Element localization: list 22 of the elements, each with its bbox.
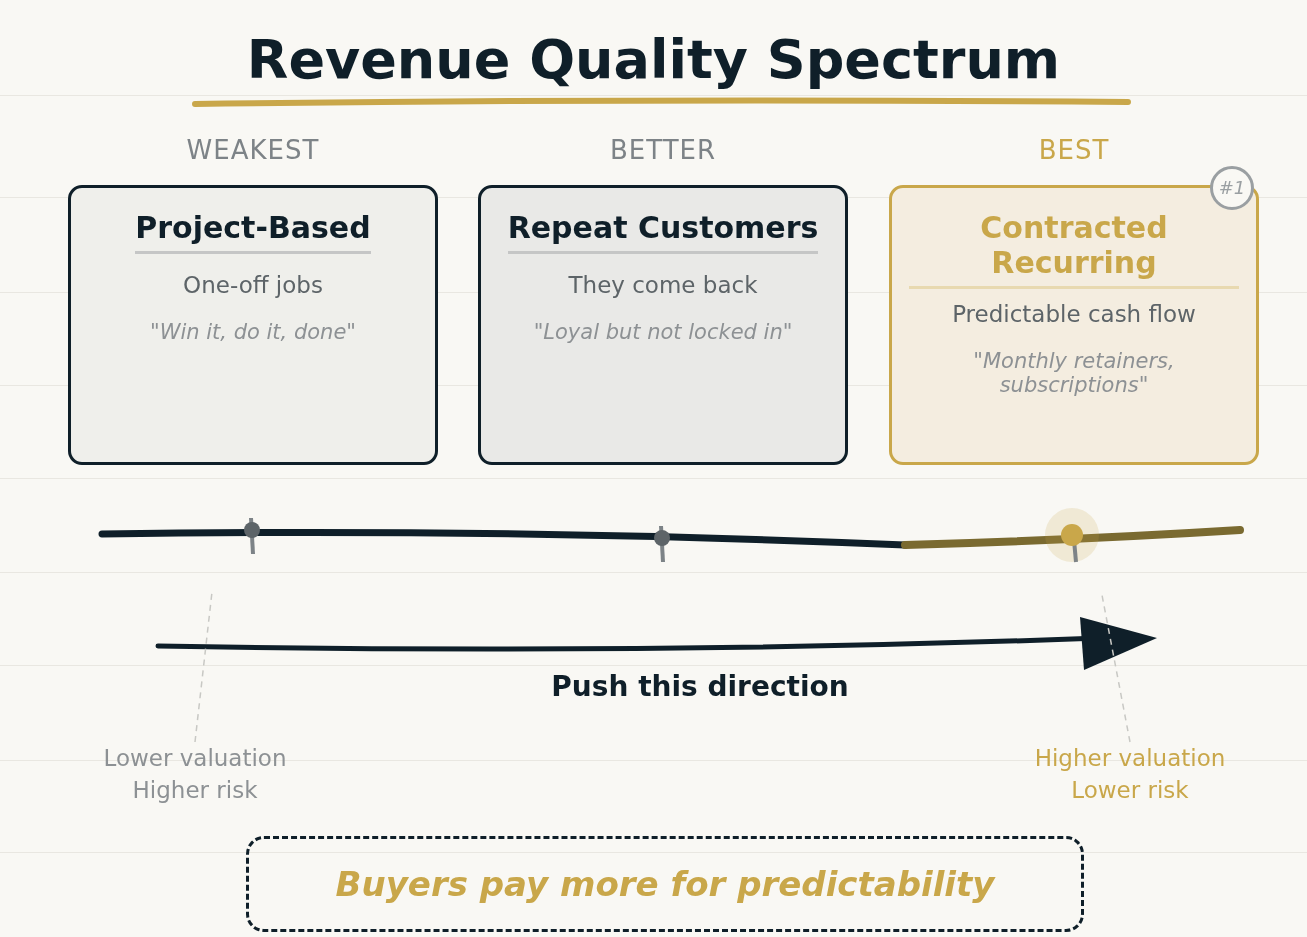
tier-label: BEST bbox=[1037, 135, 1111, 165]
risk-note: Lower valuation bbox=[102, 744, 288, 773]
card-heading: Project-Based bbox=[135, 210, 371, 254]
arrow-caption: Push this direction bbox=[550, 670, 850, 703]
risk-note: Higher risk bbox=[131, 776, 259, 805]
risk-note: Lower risk bbox=[1070, 776, 1190, 805]
card-subtitle: Predictable cash flow bbox=[952, 301, 1196, 327]
card-quote: "Win it, do it, done" bbox=[150, 320, 356, 344]
callout-box: Buyers pay more for predictability bbox=[246, 836, 1084, 932]
leader-line bbox=[1101, 594, 1131, 743]
tier-label: WEAKEST bbox=[185, 135, 321, 165]
rank-badge: #1 bbox=[1210, 166, 1254, 210]
risk-note: Higher valuation bbox=[1033, 744, 1227, 773]
card-quote: "Loyal but not locked in" bbox=[533, 320, 793, 344]
tier-label: BETTER bbox=[608, 135, 718, 165]
leader-line bbox=[194, 591, 213, 743]
card-quote: "Monthly retainers, subscriptions" bbox=[972, 349, 1176, 397]
card-heading: Contracted Recurring bbox=[909, 210, 1239, 289]
card-subtitle: One-off jobs bbox=[183, 272, 323, 298]
card-subtitle: They come back bbox=[568, 272, 758, 298]
diagram-title: Revenue Quality Spectrum bbox=[245, 28, 1062, 91]
card-heading: Repeat Customers bbox=[507, 210, 819, 254]
